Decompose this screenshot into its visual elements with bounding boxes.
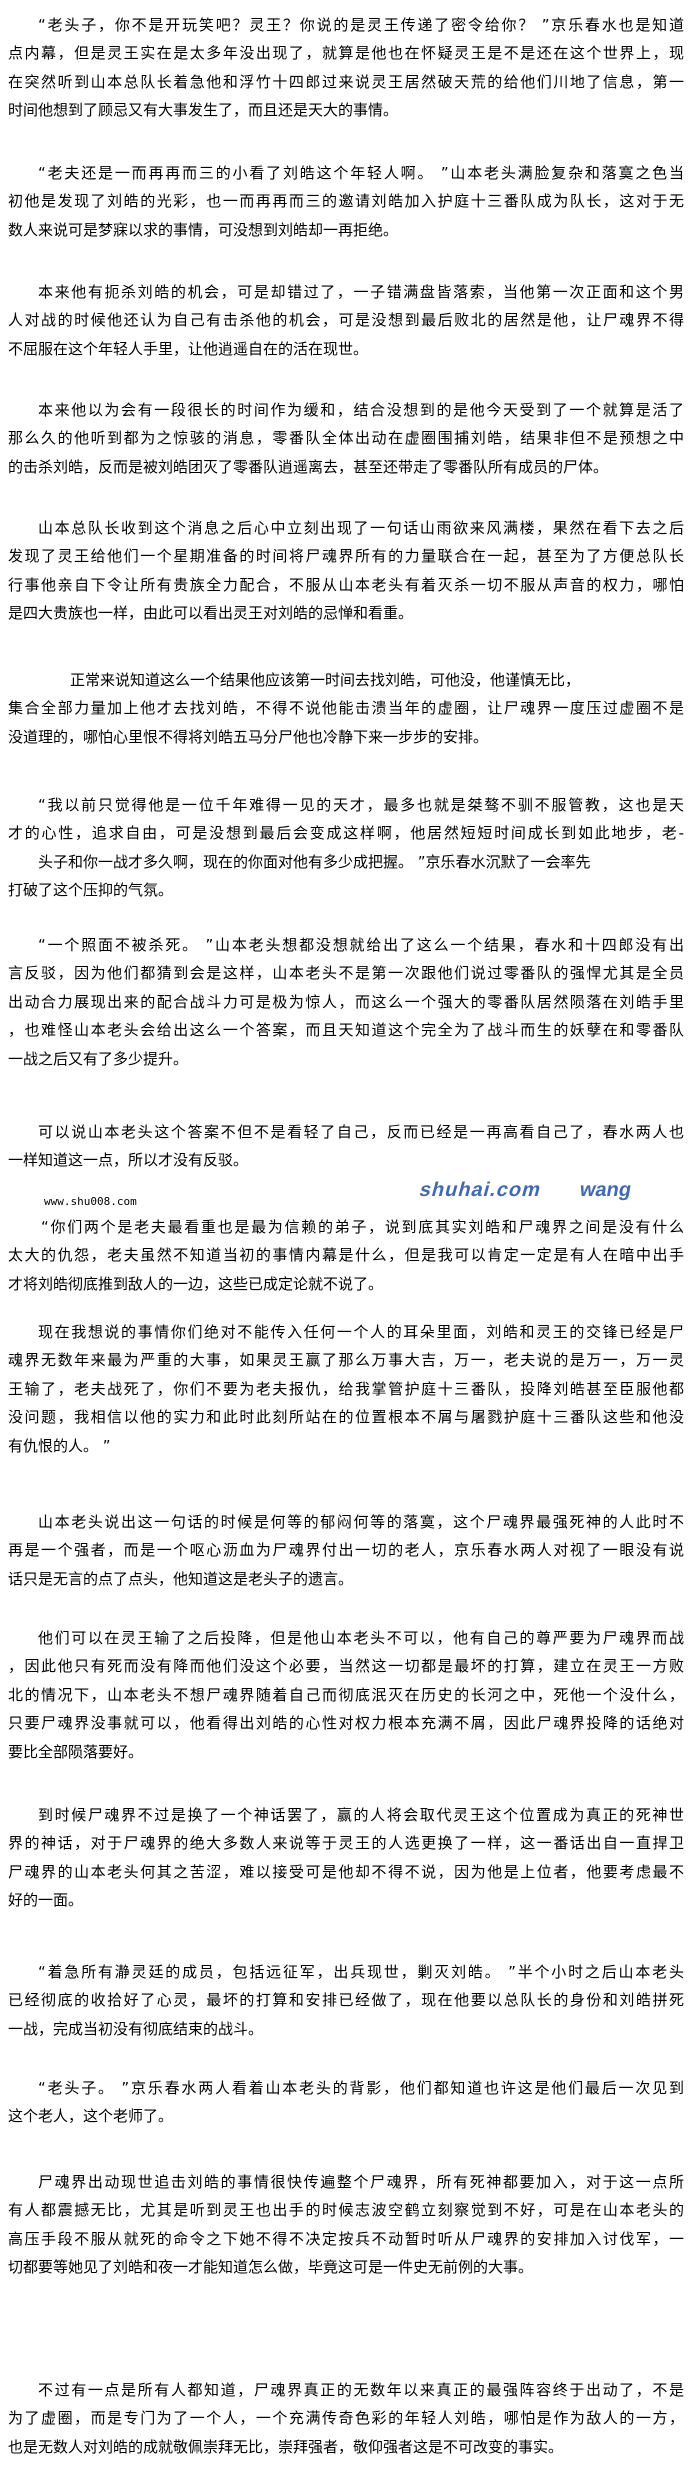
- text-line: 为了虚圈，而是专门为了一个人，一个充满传奇色彩的年轻人刘皓，哪怕是作为敌人的一方…: [8, 2409, 684, 2428]
- text-line: 这个老人，这个老师了。: [8, 2107, 174, 2126]
- text-line: 点内幕，但是灵王实在是太多年没出现了，就算是他也在怀疑灵王是不是还在这个世界上，…: [8, 44, 684, 63]
- paragraph: “老夫还是一而再再而三的小看了刘皓这个年轻人啊。 ”山本老头满脸复杂和落寞之色当…: [8, 159, 684, 244]
- text-line: 山本总队长收到这个消息之后心中立刻出现了一句话山雨欲来风满楼，果然在看下去之后: [38, 519, 684, 537]
- text-line: “老夫还是一而再再而三的小看了刘皓这个年轻人啊。 ”山本老头满脸复杂和落寞之色当: [38, 164, 684, 182]
- paragraph: 山本总队长收到这个消息之后心中立刻出现了一句话山雨欲来风满楼，果然在看下去之后发…: [8, 514, 684, 628]
- paragraph: 到时候尸魂界不过是换了一个神话罢了，赢的人将会取代灵王这个位置成为真正的死神世界…: [8, 1801, 684, 1915]
- text-line: 魂界无数年来最为严重的大事，如果灵王赢了那么万事大吉，万一，老夫说的是万一，万一…: [8, 1351, 684, 1370]
- text-line: 才的心性，追求自由，可是没想到最后会变成这样啊，他居然短短时间成长到如此地步，老…: [8, 824, 684, 843]
- text-line: 到时候尸魂界不过是换了一个神话罢了，赢的人将会取代灵王这个位置成为真正的死神世: [38, 1806, 684, 1824]
- text-line: 可以说山本老头这个答案不但不是看轻了自己，反而已经是一再高看自己了，春水两人也: [38, 1123, 684, 1141]
- text-line: 有人都震撼无比，尤其是听到灵王也出手的时候志波空鹤立刻察觉到不好，可是在山本老头…: [8, 2201, 684, 2220]
- paragraph: 他们可以在灵王输了之后投降，但是他山本老头不可以，他有自己的尊严要为尸魂界而战 ，…: [8, 1624, 684, 1766]
- text-line: “着急所有瀞灵廷的成员，包括远征军，出兵现世，剿灭刘皓。 ”半个小时之后山本老头: [38, 1963, 684, 1981]
- watermark-text-1: shuhai.com: [417, 1179, 545, 1201]
- text-line: 人对战的时候他还认为自己有击杀他的机会，可是没想到最后败北的居然是他，让尸魂界不…: [8, 311, 684, 330]
- text-line: 再是一个强者，而是一个呕心沥血为尸魂界付出一切的老人，京乐春水两人对视了一眼没有…: [8, 1541, 684, 1560]
- text-line: 一战之后又有了多少提升。: [8, 1049, 189, 1068]
- text-line: 是四大贵族也一样，由此可以看出灵王对刘皓的忌惮和看重。: [8, 604, 414, 623]
- text-line: 界的神话，对于尸魂界的绝大多数人来说等于灵王的人选更换了一样，这一番话出自一直捍…: [8, 1834, 684, 1853]
- source-url-text: www.shu008.com: [44, 1195, 137, 1208]
- paragraph: “着急所有瀞灵廷的成员，包括远征军，出兵现世，剿灭刘皓。 ”半个小时之后山本老头…: [8, 1958, 684, 2043]
- text-line: 言反驳，因为他们都猜到会是这样，山本老头不是第一次跟他们说过零番队的强悍尤其是全…: [8, 964, 684, 983]
- text-line: 太大的仇怨，老夫虽然不知道当初的事情内幕是什么，但是我可以肯定一定是有人在暗中出…: [8, 1246, 684, 1265]
- watermark-logo: shuhai.com wang: [417, 1178, 685, 1208]
- text-line: 尸魂界出动现世追击刘皓的事情很快传遍整个尸魂界，所有死神都要加入，对于这一点所: [38, 2173, 684, 2191]
- text-line: 不屈服在这个年轻人手里，让他逍遥自在的活在现世。: [8, 339, 369, 358]
- paragraph: 现在我想说的事情你们绝对不能传入任何一个人的耳朵里面，刘皓和灵王的交锋已经是尸魂…: [8, 1318, 684, 1460]
- text-line: “你们两个是老夫最看重也是最为信赖的弟子，说到底其实刘皓和尸魂界之间是没有什么: [41, 1218, 684, 1236]
- text-line: 王输了，老夫战死了，你们不要为老夫报仇，给我掌管护庭十三番队，投降刘皓甚至臣服他…: [8, 1379, 684, 1398]
- text-line: 在突然听到山本总队长着急他和浮竹十四郎过来说灵王居然破天荒的给他们川地了信息，第…: [8, 72, 684, 91]
- text-line: 话只是无言的点了点头，他知道这是老头子的遗言。: [8, 1569, 354, 1588]
- text-line: 正常来说知道这么一个结果他应该第一时间去找刘皓，可他没，他谨慎无比，: [70, 671, 581, 689]
- text-line: 切都要等她见了刘皓和夜一才能知道怎么做，毕竟这可是一件史无前例的大事。: [8, 2258, 534, 2277]
- text-line: 只要尸魂界没事就可以，他看得出刘皓的心性对权力根本充满不屑，因此尸魂界投降的话绝…: [8, 1714, 684, 1733]
- paragraph: 尸魂界出动现世追击刘皓的事情很快传遍整个尸魂界，所有死神都要加入，对于这一点所有…: [8, 2168, 684, 2282]
- text-line: 好的一面。: [8, 1891, 84, 1910]
- text-line: 也是无数人对刘皓的成就敬佩崇拜无比，崇拜强者，敬仰强者这是不可改变的事实。: [8, 2437, 564, 2456]
- text-line: 时间他想到了顾忌又有大事发生了，而且还是天大的事情。: [8, 101, 399, 120]
- paragraph: 本来他以为会有一段很长的时间作为缓和，结合没想到的是他今天受到了一个就算是活了那…: [8, 396, 684, 481]
- text-line: 出动合力展现出来的配合战斗力可是极为惊人，而这么一个强大的零番队居然陨落在刘皓手…: [8, 992, 684, 1011]
- text-line: ，因此他只有死而没有降而他们没这个必要，当然这一切都是最坏的打算，建立在灵王一方…: [8, 1657, 684, 1676]
- text-line: 高压手段不服从就死的命令之下她不得不决定按兵不动暂时听从尸魂界的安排加入讨伐军，…: [8, 2229, 684, 2248]
- text-line: 不过有一点是所有人都知道，尸魂界真正的无数年以来真正的最强阵容终于出动了，不是: [38, 2381, 684, 2399]
- paragraph: 正常来说知道这么一个结果他应该第一时间去找刘皓，可他没，他谨慎无比， 集合全部力量…: [8, 666, 684, 751]
- text-line: 已经彻底的收拾好了心灵，最坏的打算和安排已经做了，现在他要以总队长的身份和刘皓拼…: [8, 1991, 684, 2010]
- paragraph: 山本老头说出这一句话的时候是何等的郁闷何等的落寞，这个尸魂界最强死神的人此时不再…: [8, 1508, 684, 1593]
- text-line: 一样知道这一点，所以才没有反驳。: [8, 1151, 249, 1170]
- text-line: 那么久的他听到都为之惊骇的消息，零番队全体出动在虚圈围捕刘皓，结果非但不是预想之…: [8, 429, 684, 448]
- text-line: 的击杀刘皓，反而是被刘皓团灭了零番队逍遥离去，甚至还带走了零番队所有成员的尸体。: [8, 457, 609, 476]
- text-line: “老头子，你不是开玩笑吧？灵王？你说的是灵王传递了密令给你？ ”京乐春水也是知道: [38, 16, 684, 34]
- text-line: 北的情况下，山本老头不想尸魂界随着自己而彻底泯灭在历史的长河之中，死他一个没什么…: [8, 1685, 684, 1704]
- text-line: 没问题，我相信以他的实力和此时此刻所站在的位置根本不屑与屠戮护庭十三番队这些和他…: [8, 1408, 684, 1427]
- paragraph: 本来他有扼杀刘皓的机会，可是却错过了，一子错满盘皆落索，当他第一次正面和这个男人…: [8, 278, 684, 363]
- text-line: “一个照面不被杀死。 ”山本老头想都没想就给出了这么一个结果，春水和十四郎没有出: [38, 936, 684, 954]
- text-line: 一战，完成当初没有彻底结束的战斗。: [8, 2019, 264, 2038]
- text-line: 尸魂界的山本老头何其之苦涩，难以接受可是他却不得不说，因为他是上位者，他要考虑最…: [8, 1862, 684, 1881]
- text-line: 初他是发现了刘皓的光彩，也一而再再而三的邀请刘皓加入护庭十三番队成为队长，这对于…: [8, 192, 684, 211]
- text-line: “老头子。 ”京乐春水两人看着山本老头的背影，他们都知道也许这是他们最后一次见到: [38, 2079, 684, 2097]
- text-line: 他们可以在灵王输了之后投降，但是他山本老头不可以，他有自己的尊严要为尸魂界而战: [38, 1629, 684, 1647]
- paragraph: 可以说山本老头这个答案不但不是看轻了自己，反而已经是一再高看自己了，春水两人也一…: [8, 1118, 684, 1175]
- paragraph: “你们两个是老夫最看重也是最为信赖的弟子，说到底其实刘皓和尸魂界之间是没有什么太…: [8, 1213, 684, 1298]
- text-line: 现在我想说的事情你们绝对不能传入任何一个人的耳朵里面，刘皓和灵王的交锋已经是尸: [38, 1323, 684, 1341]
- paragraph: “我以前只觉得他是一位千年难得一见的天才，最多也就是桀骜不驯不服管教，这也是天才…: [8, 791, 684, 905]
- text-line: 发现了灵王给他们一个星期准备的时间将尸魂界所有的力量联合在一起，甚至为了方便总队…: [8, 547, 684, 566]
- text-line: 本来他以为会有一段很长的时间作为缓和，结合没想到的是他今天受到了一个就算是活了: [38, 401, 684, 419]
- paragraph: “老头子，你不是开玩笑吧？灵王？你说的是灵王传递了密令给你？ ”京乐春水也是知道…: [8, 11, 684, 125]
- text-line: ，也难怪山本老头会给出这么一个答案，而且天知道这个完全为了战斗而生的妖孽在和零番…: [8, 1021, 684, 1040]
- paragraph: “老头子。 ”京乐春水两人看着山本老头的背影，他们都知道也许这是他们最后一次见到…: [8, 2074, 684, 2131]
- watermark-text-2: wang: [578, 1179, 634, 1201]
- paragraph: 不过有一点是所有人都知道，尸魂界真正的无数年以来真正的最强阵容终于出动了，不是为…: [8, 2376, 684, 2461]
- text-line: 行事他亲自下令让所有贵族全力配合，不服从山本老头有着灭杀一切不服从声音的权力，哪…: [8, 575, 684, 594]
- text-line: 有仇恨的人。 ”: [8, 1436, 111, 1455]
- text-line: 本来他有扼杀刘皓的机会，可是却错过了，一子错满盘皆落索，当他第一次正面和这个男: [38, 283, 684, 301]
- text-line: 才将刘皓彻底推到敌人的一边，这些已成定论就不说了。: [8, 1274, 384, 1293]
- text-line: 集合全部力量加上他才去找刘皓，不得不说他能击溃当年的虚圈，让尸魂界一度压过虚圈不…: [8, 699, 684, 718]
- text-line: 山本老头说出这一句话的时候是何等的郁闷何等的落寞，这个尸魂界最强死神的人此时不: [38, 1513, 684, 1531]
- text-line: 头子和你一战才多久啊，现在的你面对他有多少成把握。 ”京乐春水沉默了一会率先: [38, 852, 591, 871]
- text-line: 没道理的，哪怕心里恨不得将刘皓五马分尸他也冷静下来一步步的安排。: [8, 727, 489, 746]
- paragraph: “一个照面不被杀死。 ”山本老头想都没想就给出了这么一个结果，春水和十四郎没有出…: [8, 931, 684, 1073]
- text-line: 要比全部陨落要好。: [8, 1742, 144, 1761]
- text-line: 数人来说可是梦寐以求的事情，可没想到刘皓却一再拒绝。: [8, 220, 399, 239]
- text-line: 打破了这个压抑的气氛。: [8, 881, 174, 900]
- text-line: “我以前只觉得他是一位千年难得一见的天才，最多也就是桀骜不驯不服管教，这也是天: [38, 796, 684, 814]
